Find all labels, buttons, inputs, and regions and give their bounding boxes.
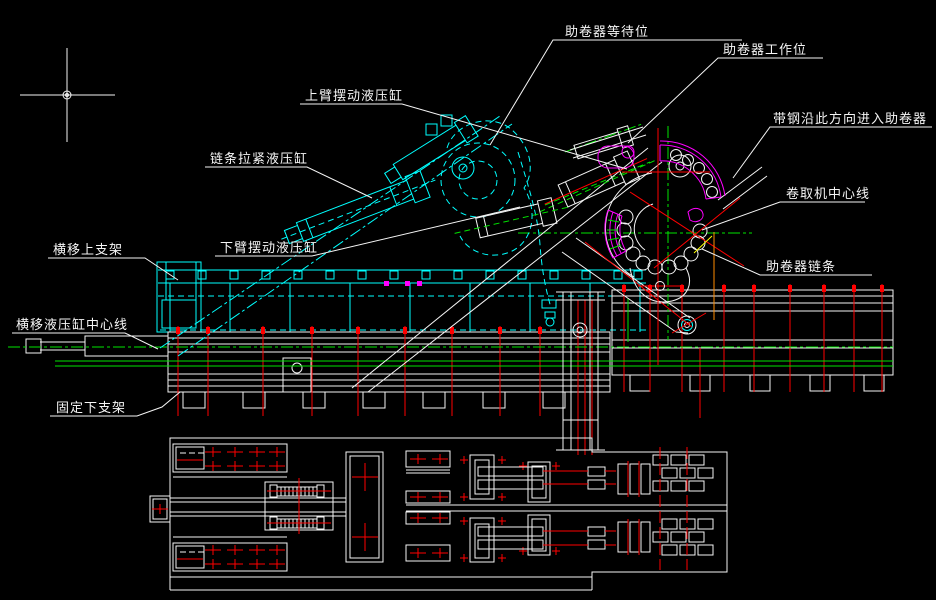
- label-wait-position: 助卷器等待位: [565, 24, 649, 40]
- leader-traverse-cylinder-centerline: [12, 332, 159, 350]
- traverse-upper-frame: [156, 261, 646, 333]
- label-strip-entry: 带钢沿此方向进入助卷器: [773, 111, 927, 127]
- fixed-base-frame: [25, 331, 611, 409]
- leader-lower-arm-cylinder: [215, 206, 521, 257]
- waiting-head: [425, 114, 557, 327]
- right-base-frame: [611, 289, 894, 392]
- label-traverse-upper-support: 横移上支架: [53, 243, 123, 258]
- plan-mid-bolt-plates: [405, 450, 451, 562]
- coiler-head: [597, 128, 768, 365]
- waiting-position-arm: [159, 114, 557, 357]
- plan-hatched-guide: [264, 478, 334, 534]
- leader-wait-position: [489, 39, 742, 146]
- leader-chain-tension-cylinder: [205, 166, 373, 199]
- lower-arm: [561, 237, 707, 335]
- plan-hydraulic-cylinders: [477, 461, 651, 555]
- bolt-lines: [176, 284, 884, 455]
- upper-arm-cylinder-waiting: [383, 115, 479, 185]
- annotations: 助卷器等待位 助卷器工作位 上臂摆动液压缸 带钢沿此方向进入助卷器 链条拉紧液压…: [12, 24, 932, 417]
- plan-view: [149, 437, 728, 591]
- label-fixed-lower-support: 固定下支架: [56, 401, 126, 416]
- leader-upper-arm-cylinder: [300, 103, 628, 170]
- plan-center-band: [406, 504, 727, 512]
- plan-outline: [169, 437, 728, 591]
- label-chain-tension-cylinder: 链条拉紧液压缸: [210, 151, 308, 167]
- magenta-guide-band: [597, 140, 726, 259]
- label-coiler-centerline: 卷取机中心线: [786, 186, 870, 202]
- plan-left-bolt-plates: [149, 443, 288, 572]
- leader-strip-entry: [732, 126, 932, 179]
- label-coiler-chain: 助卷器链条: [766, 259, 836, 275]
- label-lower-arm-cylinder: 下臂摆动液压缸: [220, 240, 318, 256]
- label-upper-arm-cylinder: 上臂摆动液压缸: [305, 88, 403, 104]
- plan-columns: [459, 454, 561, 563]
- leader-traverse-upper-support: [48, 257, 179, 281]
- plan-center-rails: [170, 497, 346, 517]
- lower-swing-cylinder: [454, 197, 571, 239]
- magenta-fittings: [384, 281, 422, 286]
- working-position-arm: [351, 125, 707, 451]
- label-traverse-cylinder-centerline: 横移液压缸中心线: [16, 317, 128, 333]
- plan-cross-beam: [345, 451, 384, 563]
- chain-tension-cylinder: [281, 170, 436, 245]
- head-centerlines: [622, 128, 745, 365]
- leader-work-position: [627, 57, 823, 144]
- leader-coiler-centerline: [701, 201, 865, 231]
- elevation-view: [8, 114, 894, 455]
- crosshair-cursor: [20, 48, 115, 142]
- head-pedestal: [556, 291, 605, 451]
- label-work-position: 助卷器工作位: [723, 42, 807, 58]
- leader-fixed-lower-support: [50, 391, 181, 417]
- plan-chain-links: [652, 447, 714, 570]
- drum-casing: [604, 166, 768, 303]
- leader-coiler-chain: [701, 248, 872, 276]
